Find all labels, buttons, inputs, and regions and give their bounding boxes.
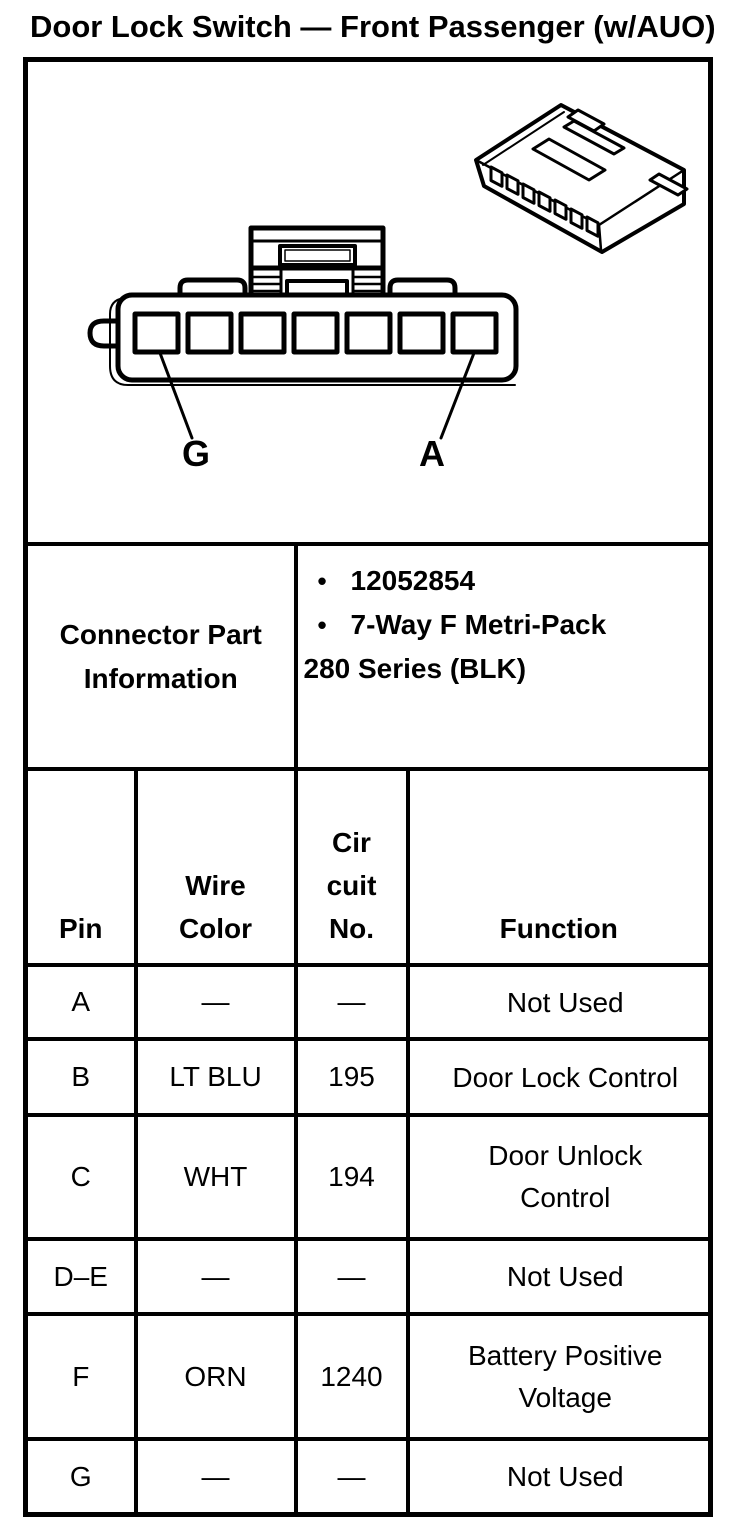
page-title: Door Lock Switch — Front Passenger (w/AU… bbox=[30, 9, 716, 44]
cell-circuit-no: — bbox=[293, 1437, 410, 1517]
part-info-label: Connector Part Information bbox=[59, 618, 262, 694]
pin-table-header-row: Pin Wire Color Cir cuit No. Function bbox=[23, 767, 713, 967]
document-page: Door Lock Switch — Front Passenger (w/AU… bbox=[0, 9, 752, 1517]
cell-pin: G bbox=[23, 1437, 138, 1517]
leader-line-g bbox=[158, 351, 194, 440]
cell-circuit-no: 1240 bbox=[293, 1312, 410, 1441]
cell-wire-color: — bbox=[133, 1237, 298, 1316]
cell-pin: D–E bbox=[23, 1237, 138, 1316]
connector-isometric-diagram bbox=[474, 103, 689, 254]
cell-circuit-no: 195 bbox=[293, 1037, 410, 1117]
cell-function: Door Unlock Control bbox=[405, 1113, 713, 1241]
part-info-row: Connector Part Information • 12052854 • … bbox=[23, 542, 713, 771]
table-row-pin-f: F ORN 1240 Battery Positive Voltage bbox=[23, 1312, 713, 1441]
header-pin: Pin bbox=[23, 767, 138, 967]
connector-diagram: G A bbox=[87, 103, 689, 474]
table-row-pin-d-e: D–E — — Not Used bbox=[23, 1237, 713, 1316]
connector-type-item: • 7-Way F Metri-Pack bbox=[300, 603, 701, 647]
connector-front-view-diagram: G A bbox=[87, 225, 519, 474]
cell-pin: C bbox=[23, 1113, 138, 1241]
cell-wire-color: — bbox=[133, 1437, 298, 1517]
header-circuit-no: Cir cuit No. bbox=[293, 767, 410, 967]
cell-function: Not Used bbox=[405, 1237, 713, 1316]
part-number-item: • 12052854 bbox=[300, 559, 701, 603]
part-info-details-cell: • 12052854 • 7-Way F Metri-Pack 280 Seri… bbox=[293, 542, 713, 771]
connector-diagram-cell: G A bbox=[23, 57, 713, 546]
connector-type-continuation: 280 Series (BLK) bbox=[303, 653, 527, 684]
header-wire-color: Wire Color bbox=[133, 767, 298, 967]
table-row-pin-c: C WHT 194 Door Unlock Control bbox=[23, 1113, 713, 1241]
leader-line-a bbox=[439, 351, 476, 440]
diagram-row: G A bbox=[23, 57, 713, 546]
cell-function: Battery Positive Voltage bbox=[405, 1312, 713, 1441]
bullet-icon: • bbox=[317, 610, 327, 640]
cell-wire-color: LT BLU bbox=[133, 1037, 298, 1117]
cell-pin: F bbox=[23, 1312, 138, 1441]
cell-function: Not Used bbox=[405, 1437, 713, 1517]
cell-function: Not Used bbox=[405, 963, 713, 1041]
cell-wire-color: — bbox=[133, 963, 298, 1041]
part-info-header-cell: Connector Part Information bbox=[23, 542, 298, 771]
cell-wire-color: ORN bbox=[133, 1312, 298, 1441]
part-number: 12052854 bbox=[350, 565, 476, 596]
connector-info-table: G A Connector Part Information • 1205285… bbox=[23, 57, 713, 1517]
cell-wire-color: WHT bbox=[133, 1113, 298, 1241]
bullet-icon: • bbox=[317, 566, 327, 596]
table-row-pin-g: G — — Not Used bbox=[23, 1437, 713, 1517]
connector-type: 7-Way F Metri-Pack bbox=[350, 609, 607, 640]
cell-circuit-no: — bbox=[293, 963, 410, 1041]
header-function: Function bbox=[405, 767, 713, 967]
pin-g-label: G bbox=[182, 433, 210, 474]
table-row-pin-b: B LT BLU 195 Door Lock Control bbox=[23, 1037, 713, 1117]
table-row-pin-a: A — — Not Used bbox=[23, 963, 713, 1041]
cell-pin: B bbox=[23, 1037, 138, 1117]
cell-pin: A bbox=[23, 963, 138, 1041]
cell-circuit-no: 194 bbox=[293, 1113, 410, 1241]
pin-a-label: A bbox=[419, 433, 445, 474]
cell-circuit-no: — bbox=[293, 1237, 410, 1316]
cell-function: Door Lock Control bbox=[405, 1037, 713, 1117]
